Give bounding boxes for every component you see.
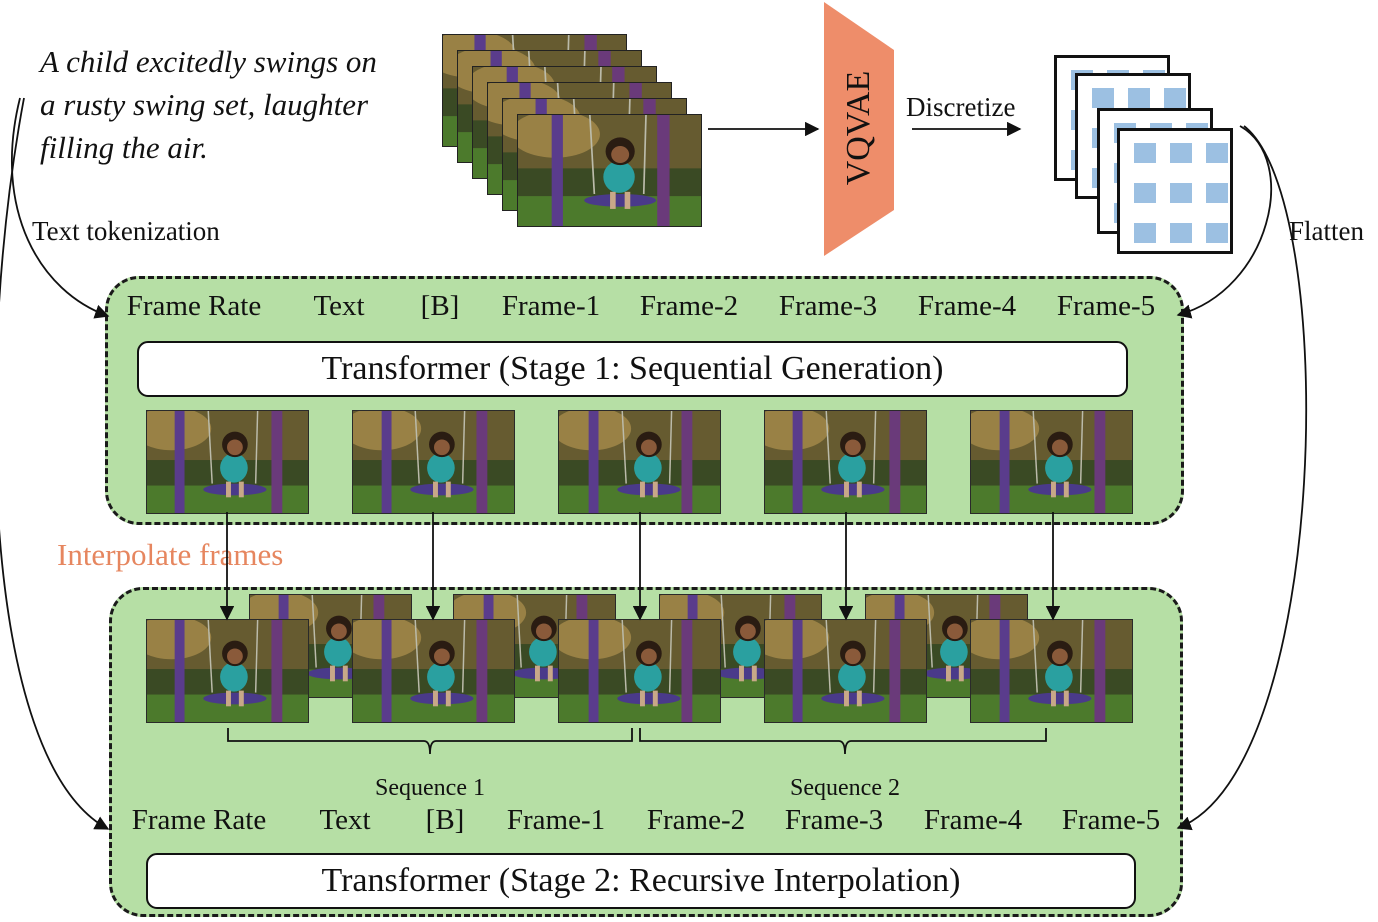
discretize-label: Discretize bbox=[906, 92, 1016, 122]
sequence-1-label: Sequence 1 bbox=[375, 775, 485, 801]
token-frame-5: Frame-5 bbox=[1061, 804, 1161, 836]
stage-1-transformer: Transformer (Stage 1: Sequential Generat… bbox=[137, 341, 1128, 397]
text-tokenization-label: Text tokenization bbox=[32, 216, 220, 246]
token-square bbox=[1164, 88, 1186, 108]
stage-2-key-frame bbox=[352, 619, 515, 723]
stage-1-frame bbox=[558, 410, 721, 514]
token-square bbox=[1206, 143, 1228, 163]
token-text: Text bbox=[319, 804, 371, 836]
token-square bbox=[1092, 88, 1114, 108]
stage-1-frame bbox=[764, 410, 927, 514]
token-grid-icon bbox=[1117, 128, 1233, 254]
arrow-text-to-stage-2 bbox=[0, 97, 110, 830]
token-square bbox=[1206, 223, 1228, 243]
token-square bbox=[1170, 143, 1192, 163]
prompt-line-1: A child excitedly swings on bbox=[40, 44, 377, 79]
stage-2-key-frame bbox=[146, 619, 309, 723]
token-square bbox=[1128, 88, 1150, 108]
token-frame-rate: Frame Rate bbox=[126, 290, 262, 322]
stage-1-frame bbox=[146, 410, 309, 514]
flatten-label: Flatten bbox=[1289, 216, 1364, 246]
prompt-line-2: a rusty swing set, laughter bbox=[40, 87, 369, 122]
input-video-frame bbox=[517, 114, 702, 227]
token-frame-2: Frame-2 bbox=[646, 804, 746, 836]
token-square bbox=[1134, 183, 1156, 203]
token-frame-3: Frame-3 bbox=[784, 804, 884, 836]
prompt-line-3: filling the air. bbox=[40, 130, 208, 165]
token-b: [B] bbox=[420, 290, 460, 322]
token-frame-1: Frame-1 bbox=[501, 290, 601, 322]
stage-2-key-frame bbox=[764, 619, 927, 723]
stage-1-frame bbox=[352, 410, 515, 514]
token-frame-1: Frame-1 bbox=[506, 804, 606, 836]
token-square bbox=[1134, 143, 1156, 163]
token-square bbox=[1134, 223, 1156, 243]
stage-2-key-frame bbox=[558, 619, 721, 723]
token-text: Text bbox=[313, 290, 365, 322]
token-frame-3: Frame-3 bbox=[778, 290, 878, 322]
vqvae-label: VQVAE bbox=[840, 70, 877, 186]
token-frame-4: Frame-4 bbox=[917, 290, 1017, 322]
token-frame-4: Frame-4 bbox=[923, 804, 1023, 836]
token-square bbox=[1170, 183, 1192, 203]
vqvae-block bbox=[824, 2, 894, 256]
stage-1-frame bbox=[970, 410, 1133, 514]
text-prompt: A child excitedly swings on a rusty swin… bbox=[40, 40, 440, 169]
token-frame-2: Frame-2 bbox=[639, 290, 739, 322]
interpolate-frames-label: Interpolate frames bbox=[57, 537, 284, 572]
stage-2-key-frame bbox=[970, 619, 1133, 723]
token-square bbox=[1206, 183, 1228, 203]
token-square bbox=[1170, 223, 1192, 243]
sequence-2-label: Sequence 2 bbox=[790, 775, 900, 801]
token-b: [B] bbox=[425, 804, 465, 836]
token-frame-rate: Frame Rate bbox=[131, 804, 267, 836]
stage-2-transformer: Transformer (Stage 2: Recursive Interpol… bbox=[146, 853, 1136, 909]
token-frame-5: Frame-5 bbox=[1056, 290, 1156, 322]
